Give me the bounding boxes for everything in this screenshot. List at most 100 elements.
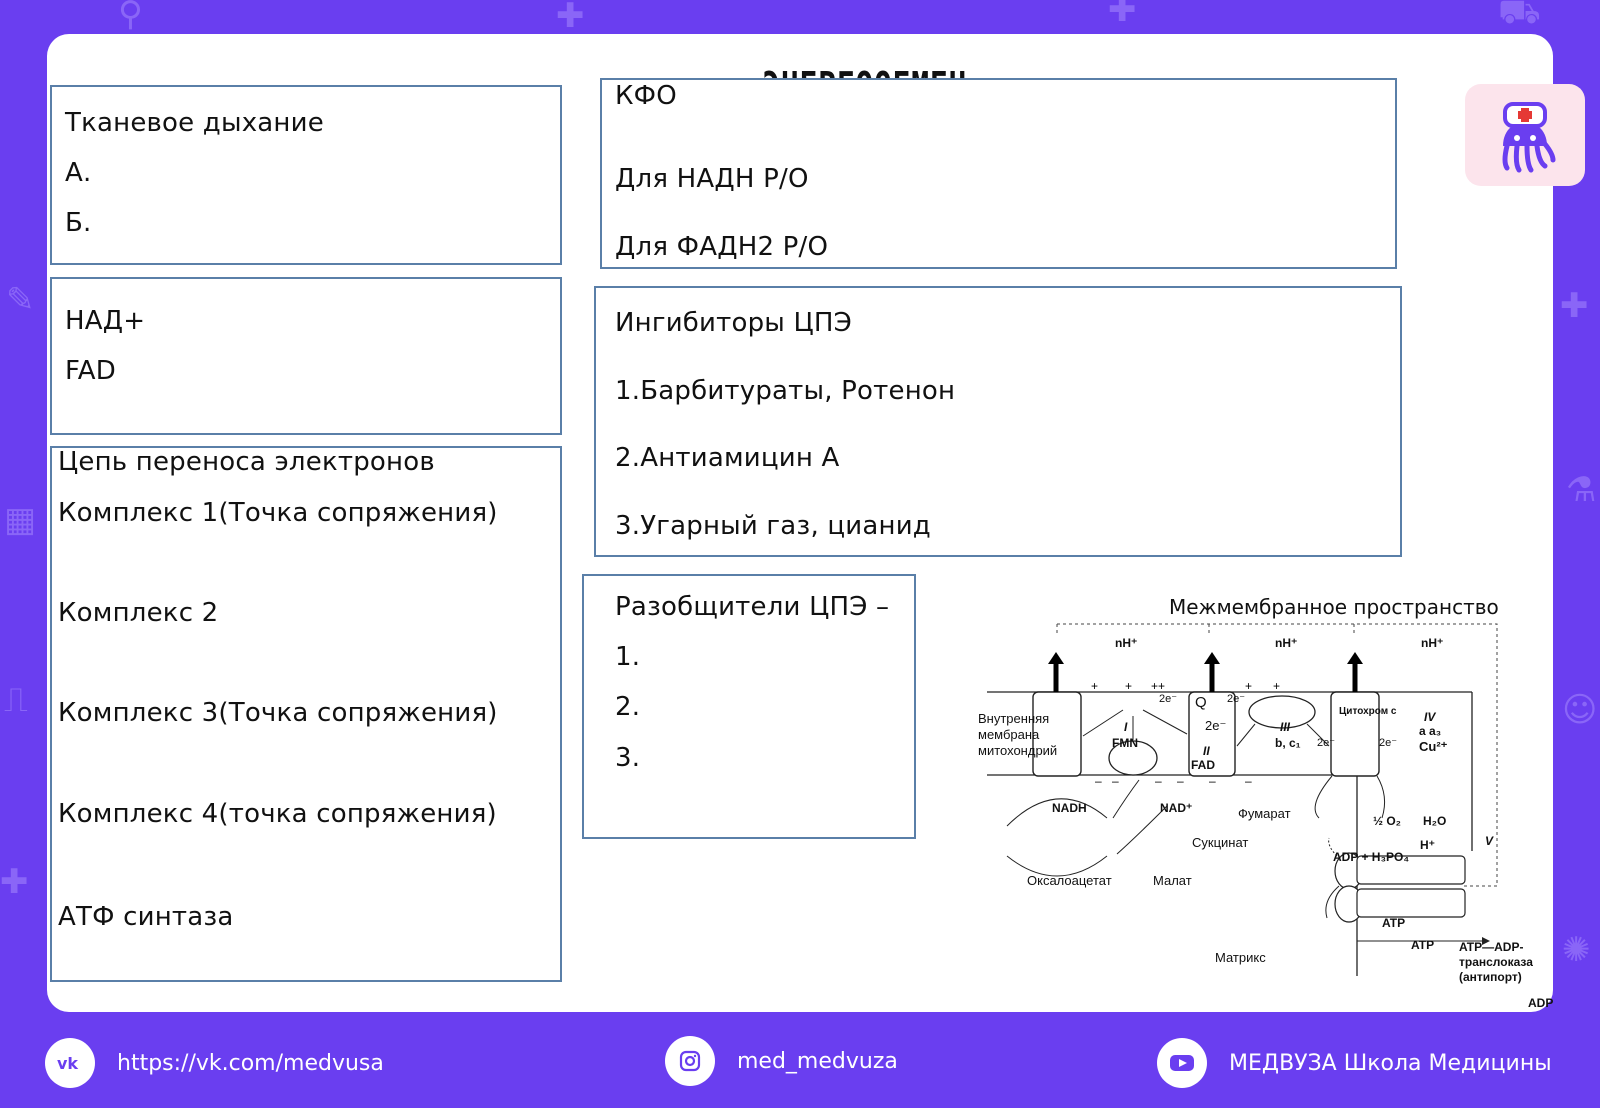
inhibitors-box (594, 286, 1402, 557)
membrane-label-1: Внутренняя (978, 711, 1050, 726)
cytochrome-c-label: Цитохром c (1339, 706, 1397, 717)
membrane-label-2: мембрана (978, 727, 1040, 742)
electron-label-4: 2e⁻ (1317, 737, 1336, 749)
proton-matrix-label: H⁺ (1420, 838, 1435, 852)
svg-text:–: – (1177, 774, 1184, 788)
inhibitor-3: 3.Угарный газ, цианид (615, 511, 931, 541)
electron-label-5: 2e⁻ (1379, 737, 1398, 749)
complex-1-fmn: FMN (1112, 736, 1138, 750)
kfo-nadh: Для НАДН P/O (615, 164, 809, 194)
diagram-space-label: Межмембранное пространство (1169, 595, 1499, 619)
complex-2-fad: FAD (1191, 758, 1215, 772)
etc-complex-3: Комплекс 3(Точка сопряжения) (58, 698, 498, 728)
medical-kit-icon: ✚ (1108, 0, 1137, 30)
etc-atp-synthase: АТФ синтаза (58, 902, 234, 932)
electron-label-2: 2e⁻ (1227, 693, 1246, 705)
ubiquinone-label: Q (1195, 694, 1207, 711)
complex-2-numeral: II (1203, 744, 1210, 758)
uncouplers-box (582, 574, 916, 839)
complex-4-cyt: a a₃ (1419, 724, 1442, 738)
translocase-label-1: ATP—ADP- (1459, 940, 1524, 954)
oxaloacetate-label: Оксалоацетат (1027, 873, 1112, 888)
svg-text:–: – (1095, 774, 1102, 788)
svg-text:–: – (1209, 774, 1216, 788)
tissue-respiration-b: Б. (65, 208, 92, 238)
ambulance-icon: ⛟ (1498, 0, 1541, 32)
syringe-icon: ✎ (6, 280, 35, 320)
svg-text:–: – (1112, 774, 1119, 788)
svg-text:+: + (1091, 679, 1098, 693)
svg-text:–: – (1245, 774, 1252, 788)
instagram-icon (665, 1036, 715, 1086)
nad-label: NAD⁺ (1160, 801, 1193, 815)
proton-label-3: nH⁺ (1421, 636, 1444, 650)
uncouplers-heading: Разобщители ЦПЭ – (615, 592, 890, 622)
magnifier-icon: ⚲ (118, 0, 143, 34)
first-aid-icon: ✚ (1560, 286, 1589, 326)
complex-3-numeral: III (1280, 720, 1291, 734)
complex-4-cu: Cu²⁺ (1419, 739, 1448, 754)
adp-label: ADP (1528, 996, 1554, 1010)
stretcher-icon: ⎍ (4, 680, 28, 720)
uncoupler-3: 3. (615, 743, 641, 773)
proton-label-1: nH⁺ (1115, 636, 1138, 650)
test-tube-icon: ⚗ (1566, 470, 1597, 510)
footer-youtube[interactable]: МЕДВУЗА Школа Медицины (1157, 1038, 1552, 1088)
malate-label: Малат (1153, 873, 1192, 888)
translocase-label-2: транслоказа (1459, 955, 1533, 969)
octopus-doctor-icon (1502, 102, 1556, 173)
translocase-label-3: (антипорт) (1459, 970, 1522, 984)
complex-3-cyt: b, c₁ (1275, 736, 1301, 750)
membrane-label-3: митохондрий (978, 743, 1058, 758)
uncoupler-2: 2. (615, 692, 641, 722)
inhibitor-2: 2.Антиамицин А (615, 443, 840, 473)
svg-text:++: ++ (1151, 679, 1165, 693)
electron-label-3: 2e⁻ (1205, 718, 1227, 733)
tissue-respiration-a: А. (65, 158, 92, 188)
atp-label-1: ATP (1382, 916, 1406, 930)
vk-link[interactable]: https://vk.com/medvusa (117, 1050, 384, 1076)
proton-label-2: nH⁺ (1275, 636, 1298, 650)
inhibitors-heading: Ингибиторы ЦПЭ (615, 308, 852, 338)
content-card: ЭНЕРГООБМЕН Тканевое дыхание А. Б. НАД+ … (47, 34, 1585, 1012)
atp-label-2: ATP (1411, 938, 1435, 952)
etc-complex-2: Комплекс 2 (58, 598, 219, 628)
etc-diagram: – – – – – – + + ++ + + Межмембранное про… (927, 556, 1553, 1010)
svg-text:+: + (1125, 679, 1132, 693)
fumarate-label: Фумарат (1238, 806, 1291, 821)
footer-vk[interactable]: vk https://vk.com/medvusa (45, 1038, 384, 1088)
complex-5-numeral: V (1485, 834, 1494, 848)
etc-diagram-lines: – – – – – – + + ++ + + (987, 623, 1498, 976)
logo (1465, 84, 1585, 186)
instagram-link[interactable]: med_medvuza (737, 1048, 898, 1074)
complex-4-numeral: IV (1424, 710, 1436, 724)
water-label: H₂O (1423, 814, 1447, 828)
matrix-label: Матрикс (1215, 950, 1266, 965)
tissue-respiration-box (50, 85, 562, 265)
medical-case-icon: ✚ (0, 862, 29, 902)
electron-label-1: 2e⁻ (1159, 693, 1178, 705)
etc-heading: Цепь переноса электронов (58, 447, 435, 477)
svg-text:+: + (1245, 679, 1252, 693)
svg-text:–: – (1155, 774, 1162, 788)
nadh-label: NADH (1052, 801, 1087, 815)
footer-instagram[interactable]: med_medvuza (665, 1036, 898, 1086)
complex-1-numeral: I (1124, 720, 1128, 734)
youtube-link[interactable]: МЕДВУЗА Школа Медицины (1229, 1050, 1552, 1076)
coenzyme-nad: НАД+ (65, 306, 146, 336)
kfo-box (600, 78, 1397, 269)
etc-complex-1: Комплекс 1(Точка сопряжения) (58, 498, 498, 528)
medical-cross-icon: ✚ (556, 0, 585, 36)
virus-icon: ✺ (1562, 930, 1591, 970)
inhibitor-1: 1.Барбитураты, Ротенон (615, 376, 956, 406)
svg-text:vk: vk (57, 1054, 78, 1073)
adp-phosphate-label: ADP + H₃PO₄ (1333, 850, 1410, 864)
kfo-heading: КФО (615, 81, 677, 111)
doctor-icon: ☺ (1562, 690, 1598, 730)
coenzyme-fad: FAD (65, 356, 116, 386)
hospital-icon: ▦ (4, 500, 37, 540)
etc-complex-4: Комплекс 4(точка сопряжения) (58, 799, 497, 829)
etc-box (50, 446, 562, 982)
uncoupler-1: 1. (615, 642, 641, 672)
succinate-label: Сукцинат (1192, 835, 1249, 850)
